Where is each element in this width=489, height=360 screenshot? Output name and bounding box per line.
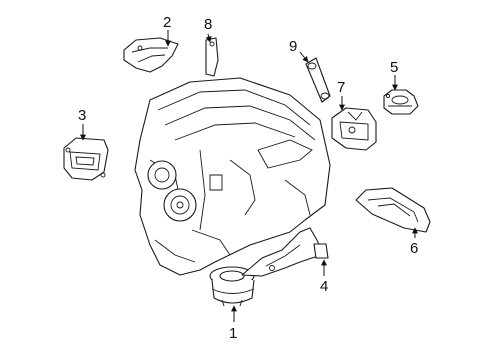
mount-part-1 xyxy=(209,266,255,307)
callout-6: 6 xyxy=(410,240,418,257)
callout-4: 4 xyxy=(320,278,328,295)
callout-2: 2 xyxy=(163,14,171,31)
mount-part-9 xyxy=(305,57,331,103)
mount-part-4 xyxy=(241,227,329,277)
callout-3: 3 xyxy=(78,107,86,124)
callout-9: 9 xyxy=(289,38,297,55)
callout-7: 7 xyxy=(337,79,345,96)
callout-5: 5 xyxy=(390,59,398,76)
mount-part-5 xyxy=(383,89,419,115)
leader-8 xyxy=(205,33,212,43)
callout-8: 8 xyxy=(204,16,212,33)
engine-block xyxy=(134,77,331,276)
callout-1: 1 xyxy=(229,325,237,342)
mount-part-6 xyxy=(355,187,431,233)
mount-part-8 xyxy=(205,37,219,77)
mount-part-3 xyxy=(63,137,109,181)
leader-9 xyxy=(299,51,309,63)
mount-part-7 xyxy=(331,107,377,151)
mount-part-2 xyxy=(123,37,179,73)
